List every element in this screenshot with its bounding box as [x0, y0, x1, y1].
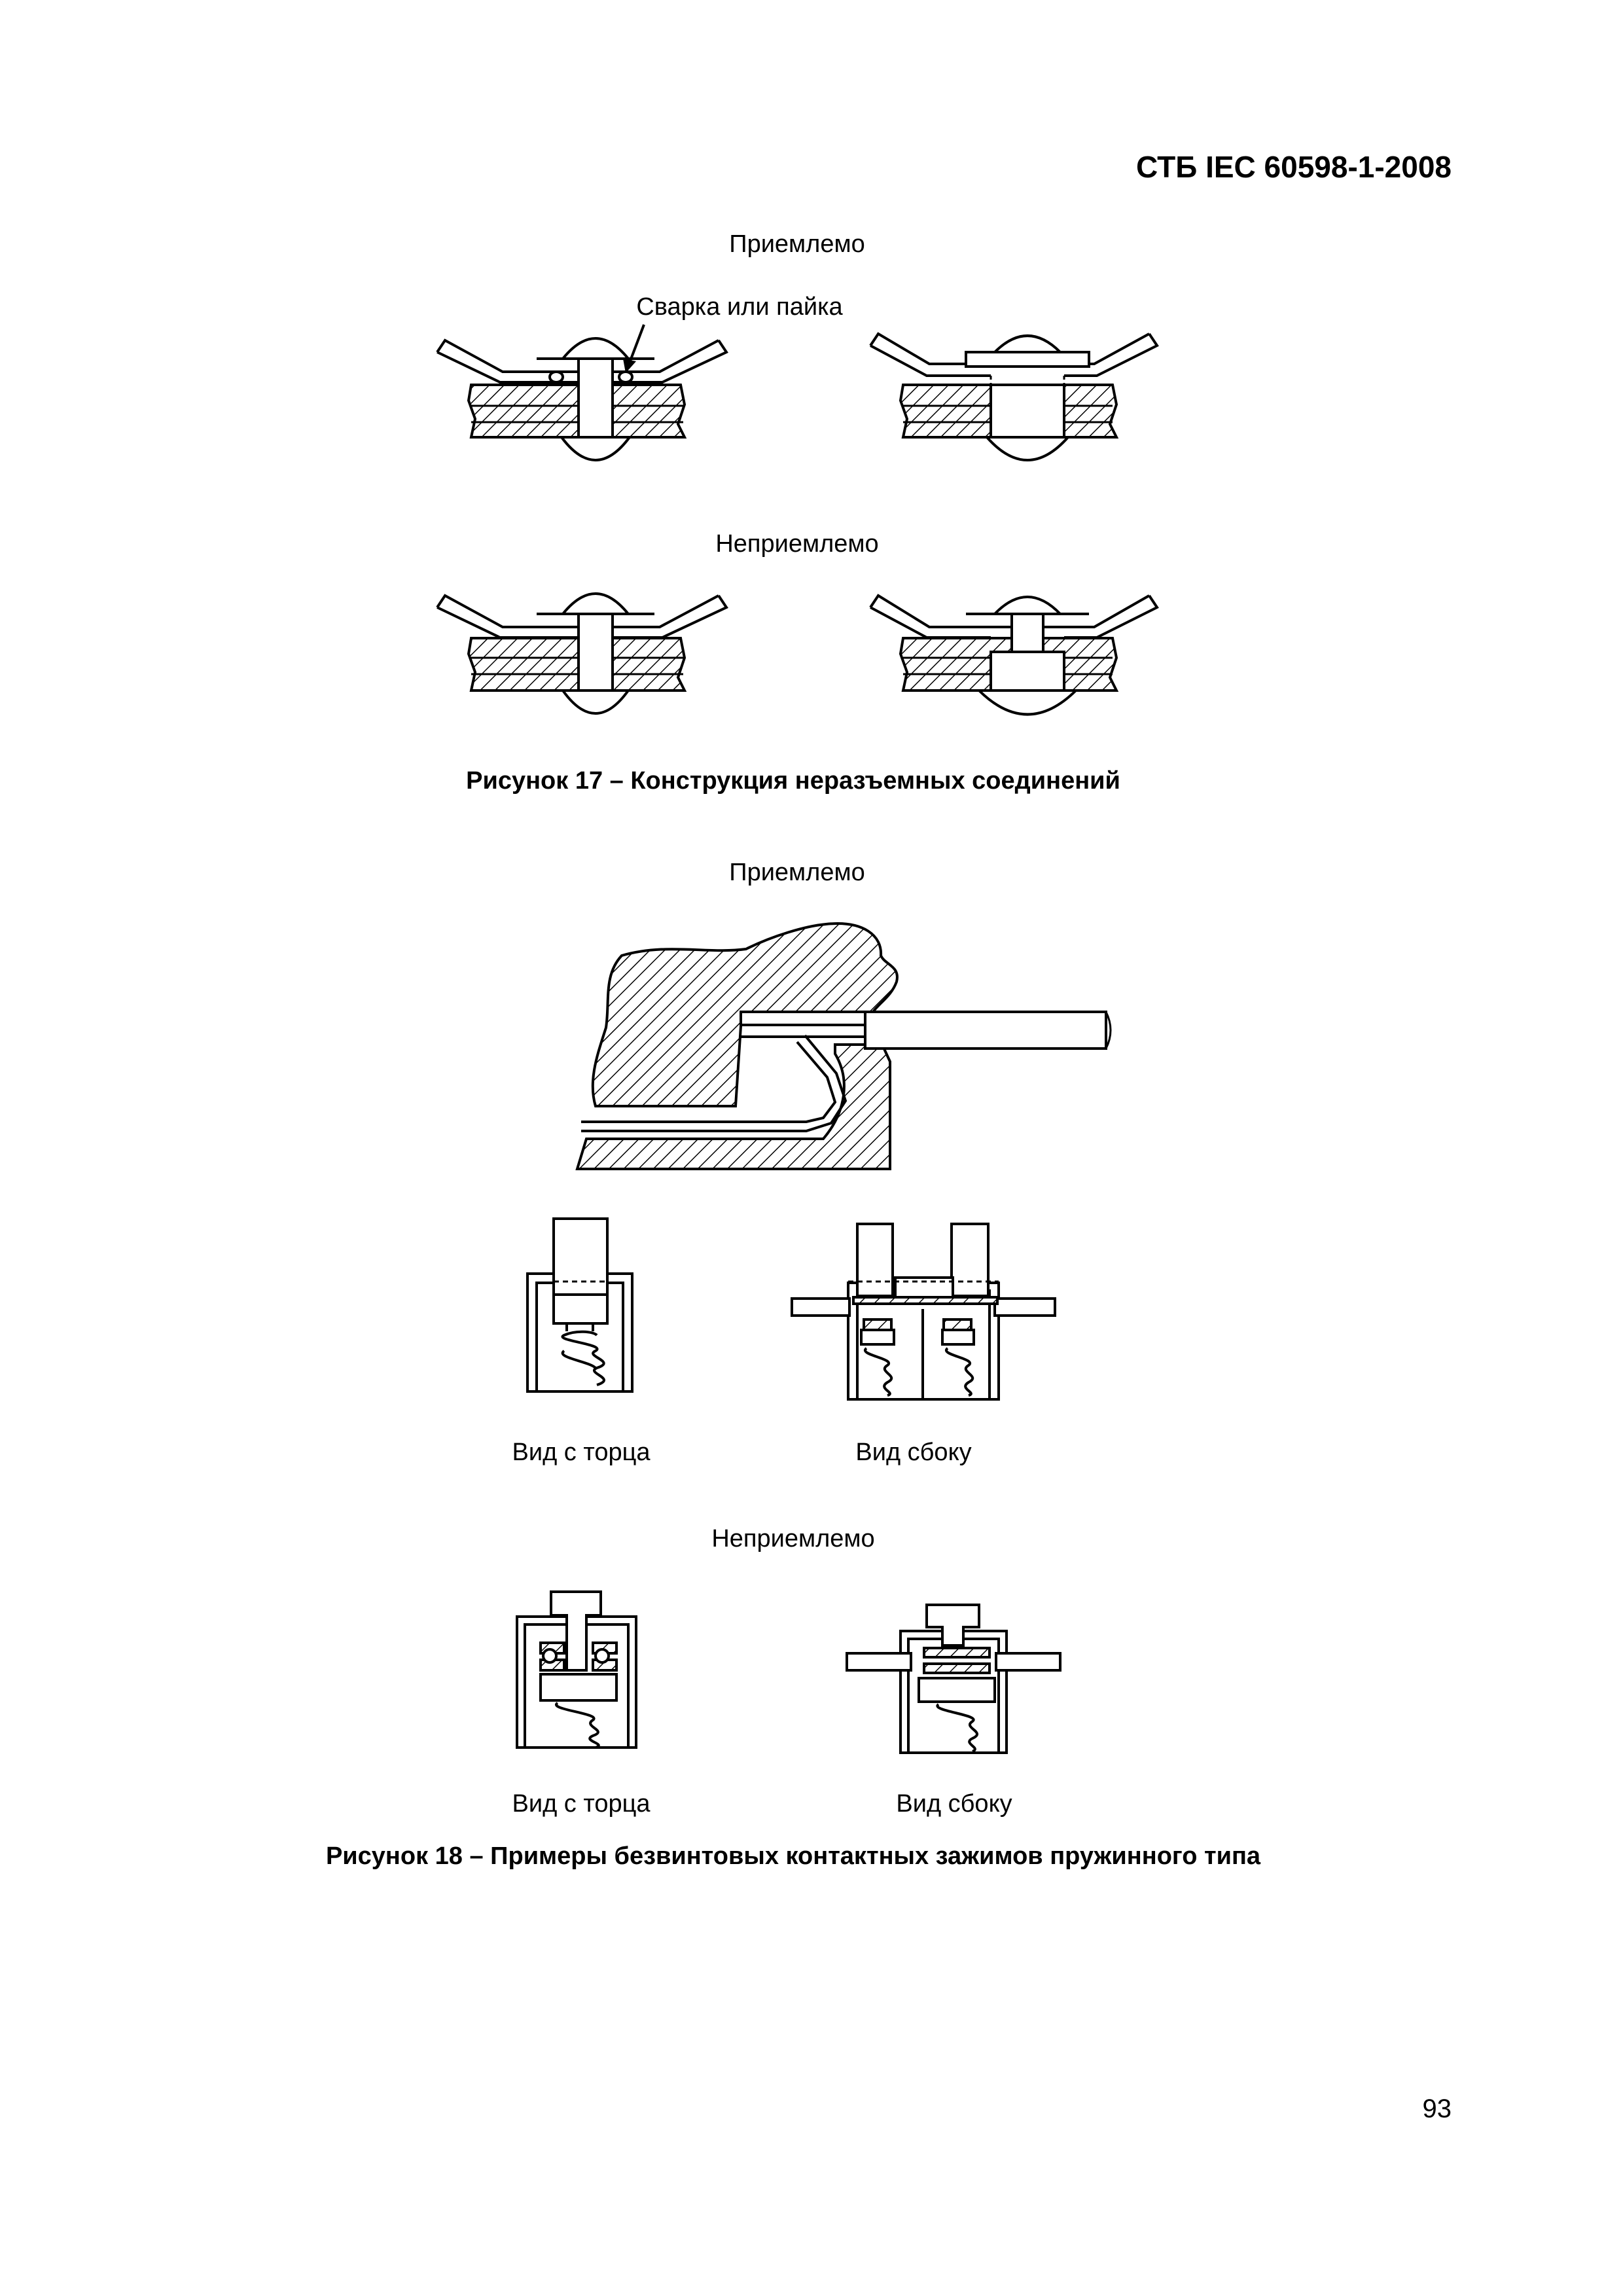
fig18-spring-clamp-section: [575, 922, 1112, 1170]
fig18-unacceptable-side-view: [846, 1604, 1061, 1754]
fig18-acceptable-side-view: [791, 1223, 1056, 1401]
fig18-caption: Рисунок 18 – Примеры безвинтовых контакт…: [325, 1842, 1261, 1870]
document-standard-number: СТБ IEC 60598-1-2008: [1136, 150, 1452, 184]
fig17-acceptable-rivet-left: [436, 324, 728, 461]
fig17-caption: Рисунок 17 – Конструкция неразъемных сое…: [466, 767, 1120, 795]
fig17-acceptable-label: Приемлемо: [729, 230, 865, 258]
page-number: 93: [1422, 2094, 1452, 2123]
fig18-end-view-top-label: Вид с торца: [512, 1439, 651, 1466]
fig17-acceptable-rivet-right: [869, 332, 1159, 461]
fig17-unacceptable-label: Неприемлемо: [715, 530, 879, 558]
fig18-unacceptable-label: Неприемлемо: [711, 1525, 875, 1552]
fig18-end-view-bottom-label: Вид с торца: [512, 1790, 651, 1818]
fig18-unacceptable-end-view: [516, 1590, 637, 1749]
fig17-weld-note: Сварка или пайка: [636, 293, 843, 321]
fig17-unacceptable-rivet-left: [436, 592, 728, 715]
fig18-side-view-bottom-label: Вид сбоку: [896, 1790, 1012, 1818]
fig17-unacceptable-rivet-right: [869, 594, 1159, 716]
fig18-side-view-top-label: Вид сбоку: [855, 1439, 972, 1466]
fig18-acceptable-end-view: [526, 1217, 633, 1393]
fig18-acceptable-label: Приемлемо: [729, 859, 865, 886]
